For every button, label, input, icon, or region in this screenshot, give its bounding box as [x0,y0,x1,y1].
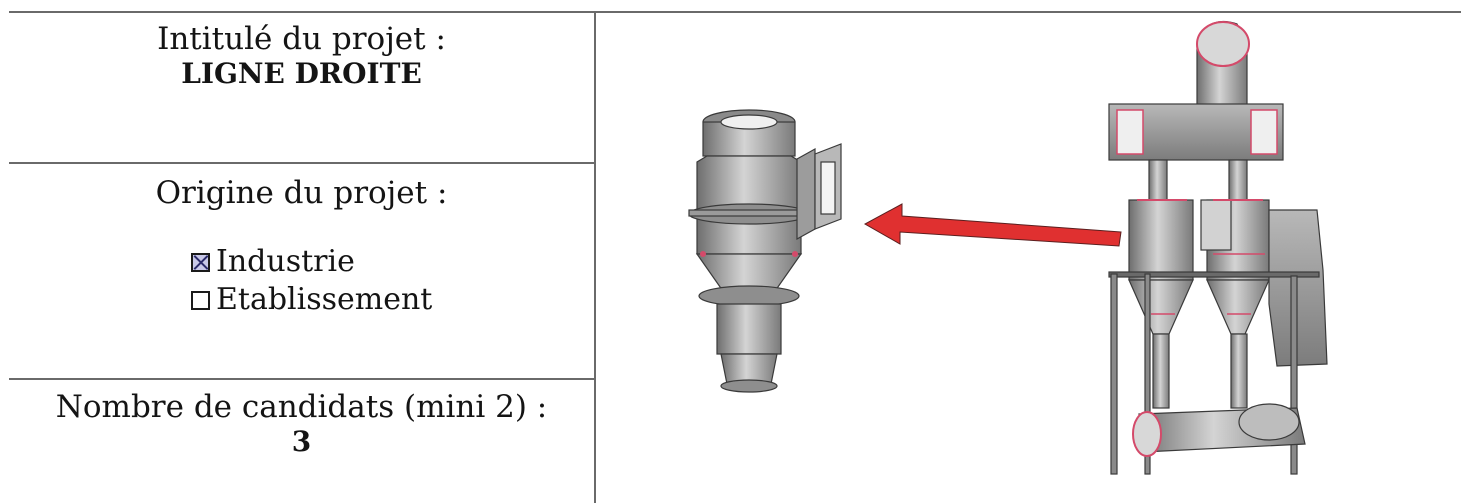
origin-option-label: Etablissement [216,282,433,317]
candidates-value: 3 [291,425,312,458]
candidates-label: Nombre de candidats (mini 2) : [55,389,548,425]
row-divider-1 [9,162,595,164]
cyclone-illustration [688,20,1328,475]
origin-options: Industrie Etablissement [191,243,432,319]
checkbox-unchecked-icon[interactable] [191,290,210,310]
candidates-cell: Nombre de candidats (mini 2) : 3 [9,389,594,459]
origin-label: Origine du projet : [155,175,448,211]
origin-cell: Origine du projet : [9,175,594,211]
red-arrow-icon [863,203,1122,247]
origin-option-label: Industrie [216,244,355,279]
project-title-value: LIGNE DROITE [181,57,422,90]
column-divider [594,11,596,503]
top-border [9,11,1461,13]
single-cyclone-icon [688,109,842,393]
project-sheet: Intitulé du projet : LIGNE DROITE Origin… [9,11,1461,503]
cyclone-assembly-icon [1108,20,1328,475]
checkbox-checked-icon[interactable] [191,252,210,272]
row-divider-2 [9,378,595,380]
project-title-label: Intitulé du projet : [157,21,446,57]
origin-option-etablissement[interactable]: Etablissement [191,281,432,319]
origin-option-industrie[interactable]: Industrie [191,243,432,281]
project-title-cell: Intitulé du projet : LIGNE DROITE [9,21,594,91]
